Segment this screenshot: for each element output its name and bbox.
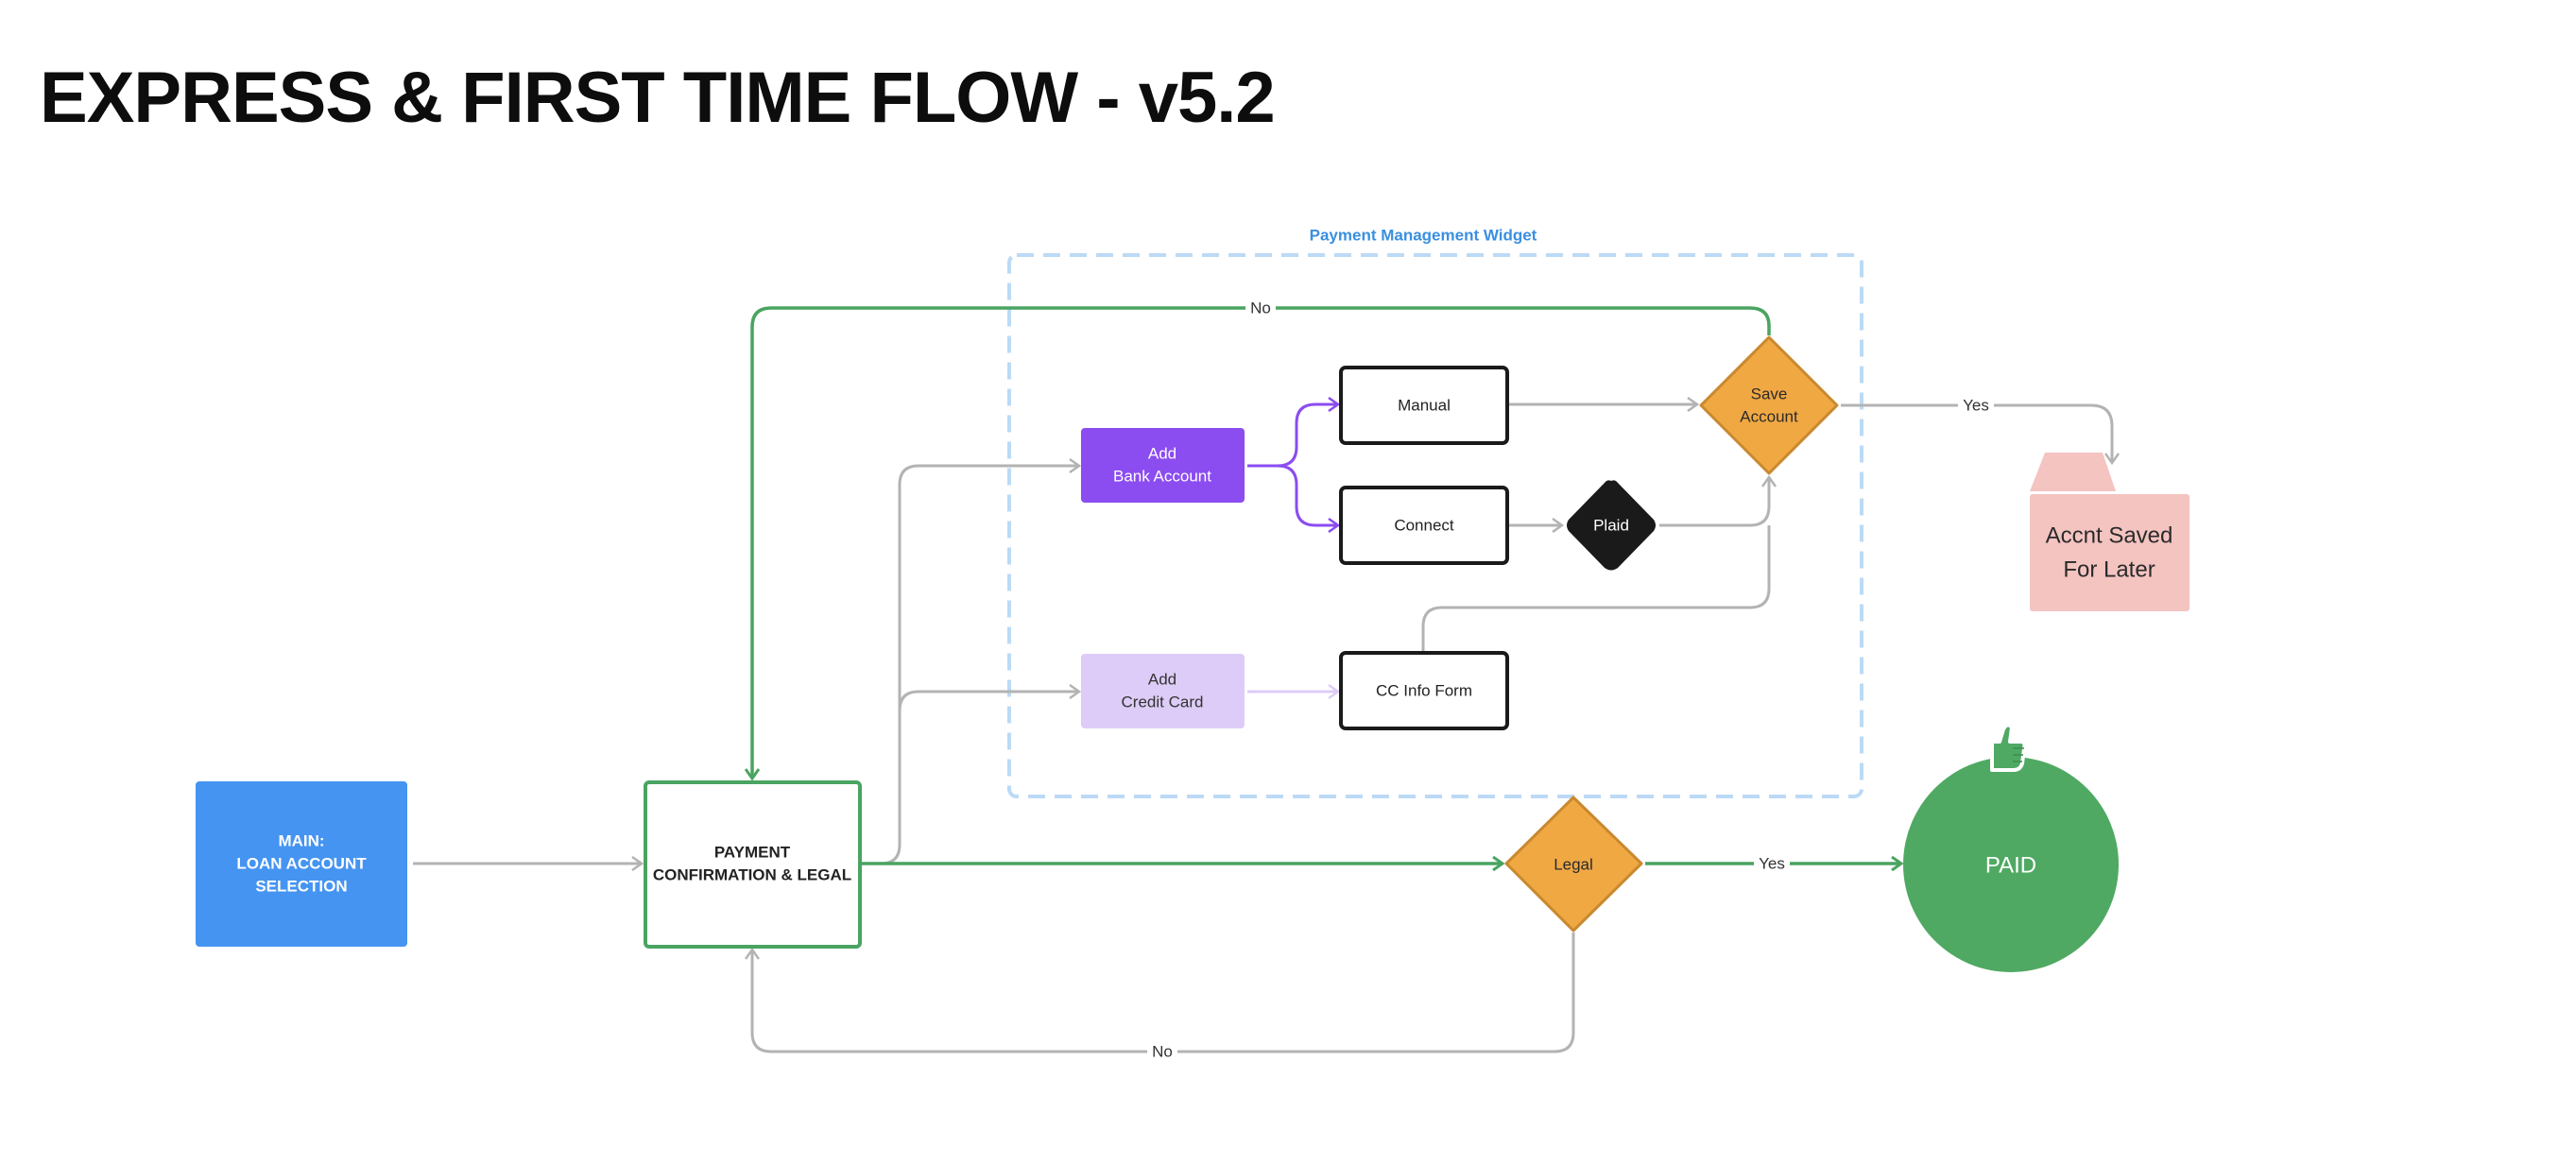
node-legal[interactable]: Legal — [1504, 796, 1643, 933]
edge-save-yes — [1841, 403, 2112, 463]
node-account-saved-for-later[interactable]: Accnt Saved For Later — [2030, 453, 2190, 611]
page-title: EXPRESS & FIRST TIME FLOW - v5.2 — [40, 58, 1276, 138]
save-line2: Account — [1740, 407, 1798, 425]
edge-label-bg — [1754, 852, 1790, 875]
save-line1: Save — [1751, 385, 1788, 402]
node-connect[interactable]: Connect — [1339, 486, 1509, 565]
edge-payment-to-add-cc — [898, 692, 1079, 711]
paid-label: PAID — [1985, 852, 2036, 878]
node-save-account[interactable]: Save Account — [1699, 335, 1839, 475]
node-manual[interactable]: Manual — [1339, 366, 1509, 445]
payment-line1: PAYMENT — [714, 843, 791, 861]
edge-legal-no — [752, 933, 1575, 1053]
node-paid[interactable]: PAID — [1903, 723, 2119, 972]
edge-label-bg — [1958, 394, 1994, 417]
cc-form-label: CC Info Form — [1376, 681, 1472, 699]
payment-widget-container — [1007, 253, 1863, 798]
edge-label-bg — [1147, 1040, 1177, 1063]
folder-tab — [2030, 453, 2116, 491]
saved-line1: Accnt Saved — [2046, 522, 2173, 548]
edge-label-legal-no: No — [1152, 1042, 1173, 1060]
node-payment-confirmation-legal[interactable]: PAYMENT CONFIRMATION & LEGAL — [644, 780, 862, 949]
edge-bank-to-manual — [1247, 404, 1338, 468]
payment-widget-label: Payment Management Widget — [1310, 226, 1537, 244]
plaid-label: Plaid — [1593, 516, 1629, 534]
main-line2: LOAN ACCOUNT — [236, 854, 367, 872]
main-line3: SELECTION — [255, 877, 347, 895]
add-cc-line2: Credit Card — [1122, 693, 1204, 710]
connect-label: Connect — [1394, 516, 1454, 534]
payment-line2: CONFIRMATION & LEGAL — [653, 865, 851, 883]
add-bank-line1: Add — [1148, 444, 1176, 462]
edge-label-bg — [1245, 297, 1276, 319]
node-main-loan-account-selection[interactable]: MAIN: LOAN ACCOUNT SELECTION — [196, 781, 407, 947]
manual-label: Manual — [1398, 396, 1451, 414]
edge-payment-to-add-bank — [862, 466, 1079, 865]
node-add-bank-account[interactable]: Add Bank Account — [1081, 428, 1245, 503]
edge-label-save-no: No — [1250, 299, 1271, 317]
node-cc-info-form[interactable]: CC Info Form — [1339, 651, 1509, 730]
node-plaid[interactable]: Plaid — [1567, 480, 1656, 571]
thumbs-up-icon — [1990, 723, 2027, 772]
edge-bank-to-connect — [1277, 464, 1338, 525]
legal-label: Legal — [1554, 855, 1593, 873]
saved-line2: For Later — [2063, 556, 2155, 582]
main-line1: MAIN: — [278, 831, 324, 849]
edge-ccform-to-save — [1421, 525, 1771, 652]
add-bank-line2: Bank Account — [1113, 467, 1211, 485]
add-cc-line1: Add — [1148, 670, 1176, 688]
edge-label-legal-yes: Yes — [1759, 854, 1785, 872]
edge-plaid-to-save — [1659, 477, 1769, 527]
edge-label-save-yes: Yes — [1963, 396, 1989, 414]
node-add-credit-card[interactable]: Add Credit Card — [1081, 654, 1245, 728]
